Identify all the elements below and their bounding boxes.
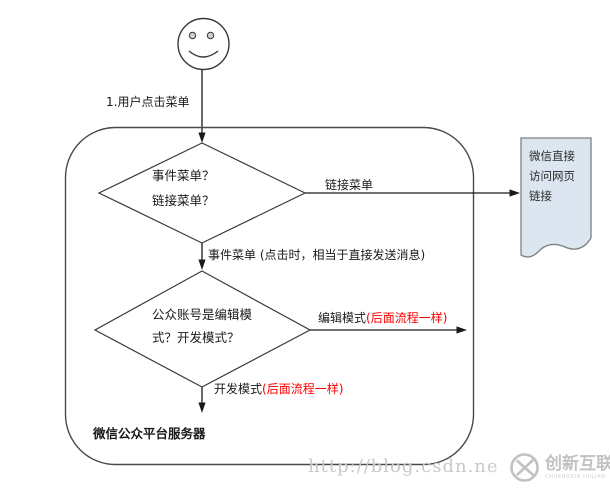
document-text-line2: 访问网页 <box>529 169 575 183</box>
edit-mode-text: 编辑模式 <box>318 311 367 325</box>
server-boundary-box <box>64 126 475 466</box>
label-user-click: 1.用户点击菜单 <box>106 95 190 109</box>
decision1-text-line1: 事件菜单？ <box>152 168 215 183</box>
label-dev-mode-branch: 开发模式(后面流程一样) <box>214 382 343 396</box>
csdn-logo: 创新互联 CHUANGXIN HULIAN <box>508 451 610 484</box>
document-text-line1: 微信直接 <box>529 149 575 163</box>
document-shape <box>520 137 592 258</box>
decision2-text-line1: 公众账号是编辑模 <box>152 307 253 322</box>
smiley-face-icon <box>177 17 230 71</box>
csdn-logo-caption: CHUANGXIN HULIAN <box>545 474 606 480</box>
arrow-dev-mode-branch <box>198 387 206 413</box>
arrow-user-to-decision1 <box>198 70 206 143</box>
label-edit-mode-branch: 编辑模式(后面流程一样) <box>318 311 447 325</box>
label-link-menu-branch: 链接菜单 <box>325 178 374 192</box>
decision2-diamond <box>93 270 312 388</box>
document-node-text: 微信直接 访问网页 链接 <box>529 146 575 206</box>
arrow-event-menu-branch <box>198 243 206 270</box>
arrow-edit-mode-branch <box>310 326 467 334</box>
label-event-menu-branch: 事件菜单 (点击时，相当于直接发送消息) <box>208 248 426 262</box>
label-server-boundary: 微信公众平台服务器 <box>93 426 206 441</box>
edit-mode-note: (后面流程一样) <box>366 311 448 325</box>
decision2-text-line2: 式？开发模式？ <box>152 330 240 345</box>
arrow-link-menu-branch <box>305 189 520 197</box>
dev-mode-note: (后面流程一样) <box>262 382 344 396</box>
csdn-logo-icon <box>510 453 539 482</box>
document-text-line3: 链接 <box>529 189 552 203</box>
dev-mode-text: 开发模式 <box>214 382 263 396</box>
watermark-url: http://blog.csdn.ne <box>308 456 499 477</box>
decision1-text-line2: 链接菜单？ <box>152 193 215 208</box>
csdn-logo-texts: 创新互联 CHUANGXIN HULIAN <box>545 454 610 481</box>
csdn-logo-title: 创新互联 <box>545 454 610 474</box>
